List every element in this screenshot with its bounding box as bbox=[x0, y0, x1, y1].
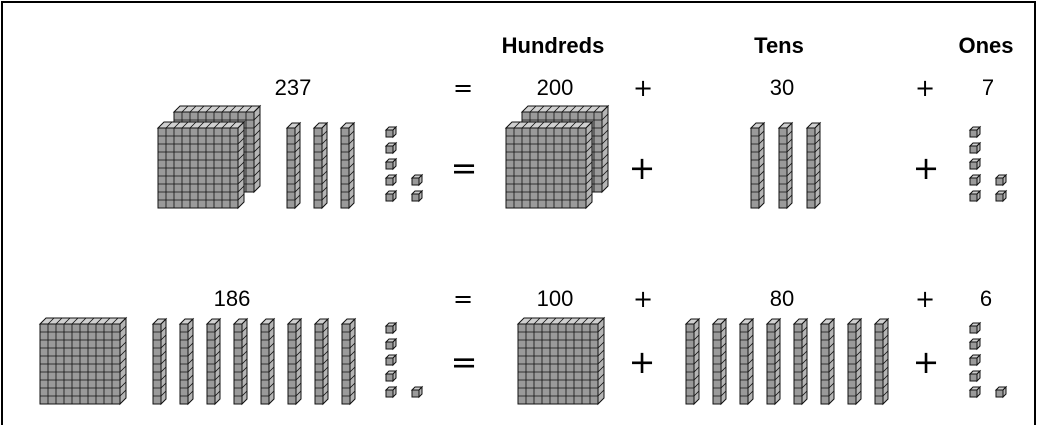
row1-right-ten-rod-1 bbox=[749, 121, 766, 210]
row2-block-equals: = bbox=[450, 343, 478, 381]
row1-right-one-cube-4 bbox=[968, 173, 982, 187]
row2-right-one-cube-3 bbox=[968, 353, 982, 367]
row2-right-ten-rod-2 bbox=[711, 317, 728, 406]
row2-right-ten-rod-7 bbox=[846, 317, 863, 406]
row2-left-one-cube-1 bbox=[384, 321, 398, 335]
row1-right-one-cube-2 bbox=[968, 141, 982, 155]
row2-right-one-cube-1 bbox=[968, 321, 982, 335]
row1-left-one-cube-6 bbox=[410, 189, 424, 203]
row1-ones-value: 7 bbox=[981, 75, 995, 100]
row2-plus-symbol-2: + bbox=[914, 285, 936, 313]
header-hundreds: Hundreds bbox=[501, 33, 605, 58]
row2-hundreds-value: 100 bbox=[536, 286, 574, 311]
row2-left-ten-rod-6 bbox=[286, 317, 303, 406]
row2-block-plus-1: + bbox=[628, 343, 656, 381]
row2-right-ten-rod-3 bbox=[738, 317, 755, 406]
row2-left-one-cube-4 bbox=[384, 369, 398, 383]
row1-right-one-cube-7 bbox=[994, 173, 1008, 187]
row2-right-ten-rod-8 bbox=[873, 317, 890, 406]
row2-left-one-cube-3 bbox=[384, 353, 398, 367]
row1-tens-value: 30 bbox=[769, 75, 795, 100]
header-tens: Tens bbox=[754, 33, 804, 58]
row1-hundreds-value: 200 bbox=[536, 75, 574, 100]
row1-left-one-cube-1 bbox=[384, 125, 398, 139]
row2-left-ten-rod-8 bbox=[340, 317, 357, 406]
row1-left-ten-rod-2 bbox=[312, 121, 329, 210]
row2-right-one-cube-5 bbox=[968, 385, 982, 399]
row2-right-hundred-flat-1 bbox=[516, 316, 606, 406]
header-ones: Ones bbox=[958, 33, 1014, 58]
row2-ones-value: 6 bbox=[979, 286, 993, 311]
row2-right-ten-rod-1 bbox=[684, 317, 701, 406]
row2-left-ten-rod-2 bbox=[178, 317, 195, 406]
row2-left-one-cube-5 bbox=[384, 385, 398, 399]
row2-right-ten-rod-6 bbox=[819, 317, 836, 406]
row1-equals-symbol: = bbox=[452, 74, 474, 102]
row1-block-plus-2: + bbox=[912, 149, 940, 187]
row2-tens-value: 80 bbox=[769, 286, 795, 311]
row1-plus-symbol-1: + bbox=[632, 74, 654, 102]
row1-right-one-cube-5 bbox=[968, 189, 982, 203]
row2-right-one-cube-4 bbox=[968, 369, 982, 383]
row1-left-ten-rod-1 bbox=[285, 121, 302, 210]
row2-left-hundred-flat-1 bbox=[38, 316, 128, 406]
row1-number: 237 bbox=[274, 75, 312, 100]
row1-plus-symbol-2: + bbox=[914, 74, 936, 102]
row1-left-one-cube-3 bbox=[384, 157, 398, 171]
row2-left-ten-rod-7 bbox=[313, 317, 330, 406]
row2-left-ten-rod-3 bbox=[205, 317, 222, 406]
row2-block-plus-2: + bbox=[912, 343, 940, 381]
row2-left-ten-rod-5 bbox=[259, 317, 276, 406]
row2-right-one-cube-2 bbox=[968, 337, 982, 351]
row1-left-one-cube-4 bbox=[384, 173, 398, 187]
row2-plus-symbol-1: + bbox=[632, 285, 654, 313]
row2-left-ten-rod-4 bbox=[232, 317, 249, 406]
row1-left-hundred-flat-1 bbox=[156, 120, 246, 210]
row1-left-one-cube-5 bbox=[384, 189, 398, 203]
row2-equals-symbol: = bbox=[452, 285, 474, 313]
row1-left-ten-rod-3 bbox=[339, 121, 356, 210]
row1-block-plus-1: + bbox=[628, 149, 656, 187]
row1-right-hundred-flat-1 bbox=[504, 120, 594, 210]
row1-left-one-cube-2 bbox=[384, 141, 398, 155]
row1-right-one-cube-1 bbox=[968, 125, 982, 139]
row2-left-one-cube-6 bbox=[410, 385, 424, 399]
row2-left-one-cube-2 bbox=[384, 337, 398, 351]
row2-right-ten-rod-5 bbox=[792, 317, 809, 406]
row2-right-ten-rod-4 bbox=[765, 317, 782, 406]
row1-right-one-cube-3 bbox=[968, 157, 982, 171]
row1-right-ten-rod-2 bbox=[777, 121, 794, 210]
row2-right-one-cube-6 bbox=[994, 385, 1008, 399]
row2-left-ten-rod-1 bbox=[151, 317, 168, 406]
row1-right-ten-rod-3 bbox=[805, 121, 822, 210]
row1-left-one-cube-7 bbox=[410, 173, 424, 187]
row2-number: 186 bbox=[213, 286, 251, 311]
row1-right-one-cube-6 bbox=[994, 189, 1008, 203]
row1-block-equals: = bbox=[450, 149, 478, 187]
